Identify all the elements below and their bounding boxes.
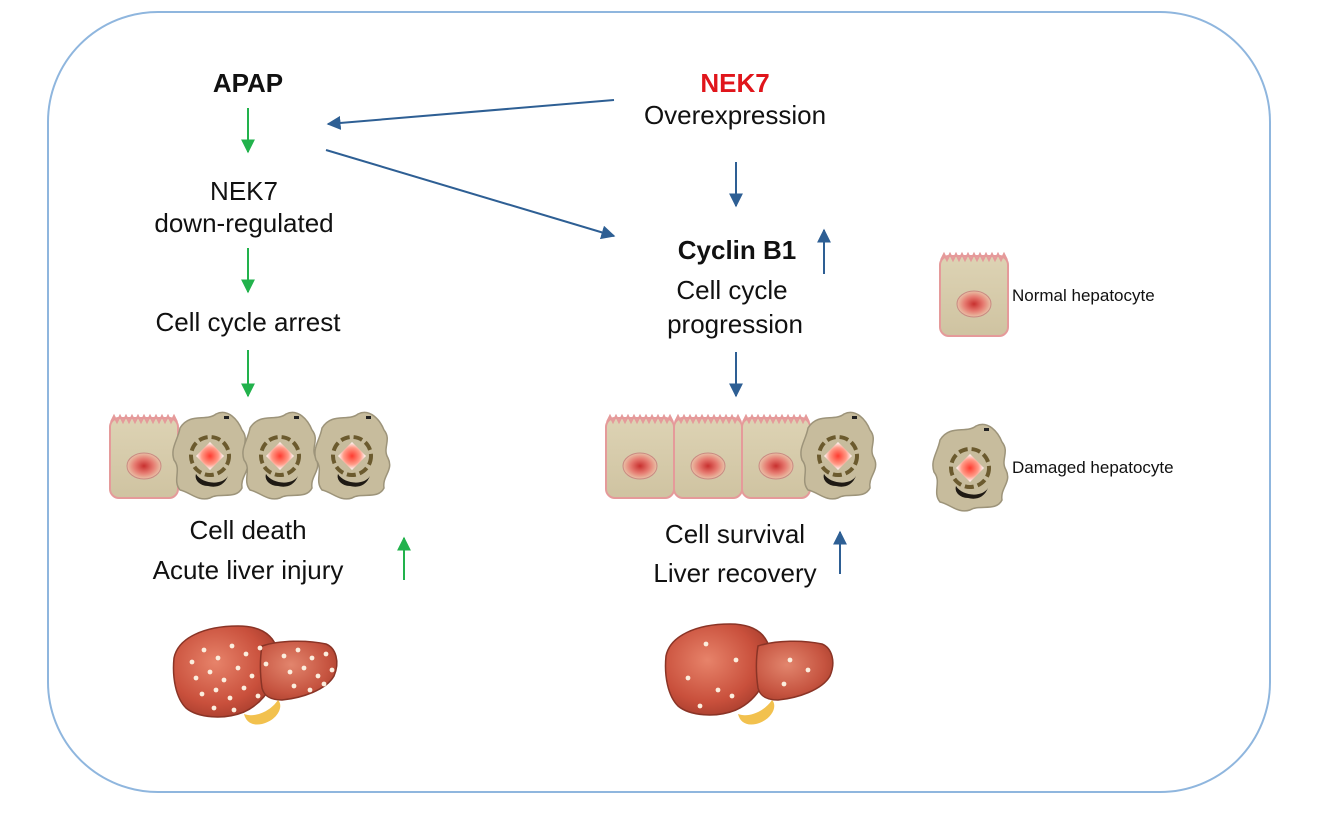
legend-damaged-hepatocyte-icon — [930, 422, 1010, 513]
liver-lesion-spot — [729, 693, 735, 699]
liver-lesion-spot — [291, 683, 297, 689]
liver-lesion-spot — [207, 669, 213, 675]
damaged-hepatocyte-icon — [312, 410, 392, 501]
cell-cycle-arrest-label: Cell cycle arrest — [155, 307, 341, 337]
liver-lesion-spot — [231, 707, 237, 713]
liver-lesion-spot — [189, 659, 195, 665]
liver-lesion-spot — [193, 675, 199, 681]
liver-lesion-spot — [227, 695, 233, 701]
cell-death-label: Cell death — [189, 515, 307, 545]
liver-lesion-spot — [715, 687, 721, 693]
recovered-liver-icon — [664, 623, 834, 725]
overexpression-label: Overexpression — [643, 100, 827, 130]
cyclin-b1-label: Cyclin B1 — [677, 235, 797, 265]
damaged-hepatocyte-icon — [170, 410, 250, 501]
liver-lesion-spot — [281, 653, 287, 659]
liver-lesion-spot — [199, 691, 205, 697]
liver-lesion-spot — [697, 703, 703, 709]
progression-label: progression — [667, 309, 803, 339]
legend-normal-label: Normal hepatocyte — [1012, 286, 1155, 305]
liver-lesion-spot — [235, 665, 241, 671]
legend-damaged-label: Damaged hepatocyte — [1012, 458, 1174, 477]
liver-lesion-spot — [295, 647, 301, 653]
liver-lesion-spot — [255, 693, 261, 699]
arrow-nek7-inhibits-apap — [326, 99, 615, 130]
injured-liver-icon — [172, 625, 338, 725]
diagram-frame — [47, 11, 1271, 793]
liver-lesion-spot — [329, 667, 335, 673]
liver-lesion-spot — [201, 647, 207, 653]
cell-survival-label: Cell survival — [664, 519, 806, 549]
apap-label: APAP — [212, 68, 284, 98]
liver-lesion-spot — [301, 665, 307, 671]
liver-lesion-spot — [215, 655, 221, 661]
liver-lesion-spot — [287, 669, 293, 675]
liver-lesion-spot — [309, 655, 315, 661]
liver-lesion-spot — [321, 681, 327, 687]
damaged-hepatocyte-icon — [240, 410, 320, 501]
liver-lesion-spot — [733, 657, 739, 663]
liver-recovery-label: Liver recovery — [653, 558, 817, 588]
liver-lesion-spot — [221, 677, 227, 683]
cell-cycle-label: Cell cycle — [676, 275, 788, 305]
liver-lesion-spot — [211, 705, 217, 711]
normal-hepatocyte-icon — [109, 415, 179, 499]
arrow-apap-to-cyclin — [325, 149, 616, 240]
liver-lesion-spot — [323, 651, 329, 657]
liver-lesion-spot — [263, 661, 269, 667]
liver-lesion-spot — [703, 641, 709, 647]
liver-lesion-spot — [307, 687, 313, 693]
liver-lesion-spot — [243, 651, 249, 657]
liver-lesion-spot — [685, 675, 691, 681]
normal-hepatocyte-icon — [605, 415, 675, 499]
nek7-gene-label: NEK7 — [700, 68, 770, 98]
damaged-hepatocyte-icon — [798, 410, 878, 501]
down-regulated-label: down-regulated — [154, 208, 334, 238]
liver-lesion-spot — [229, 643, 235, 649]
acute-liver-injury-label: Acute liver injury — [152, 555, 344, 585]
right-cell-row — [605, 410, 878, 501]
legend-normal-hepatocyte-icon — [939, 253, 1009, 337]
normal-hepatocyte-icon — [673, 415, 743, 499]
liver-lesion-spot — [787, 657, 793, 663]
liver-lesion-spot — [805, 667, 811, 673]
nek7-label: NEK7 — [210, 176, 278, 206]
normal-hepatocyte-icon — [741, 415, 811, 499]
liver-lesion-spot — [781, 681, 787, 687]
liver-lesion-spot — [249, 673, 255, 679]
liver-lesion-spot — [257, 645, 263, 651]
liver-lesion-spot — [315, 673, 321, 679]
liver-lesion-spot — [241, 685, 247, 691]
liver-lesion-spot — [213, 687, 219, 693]
